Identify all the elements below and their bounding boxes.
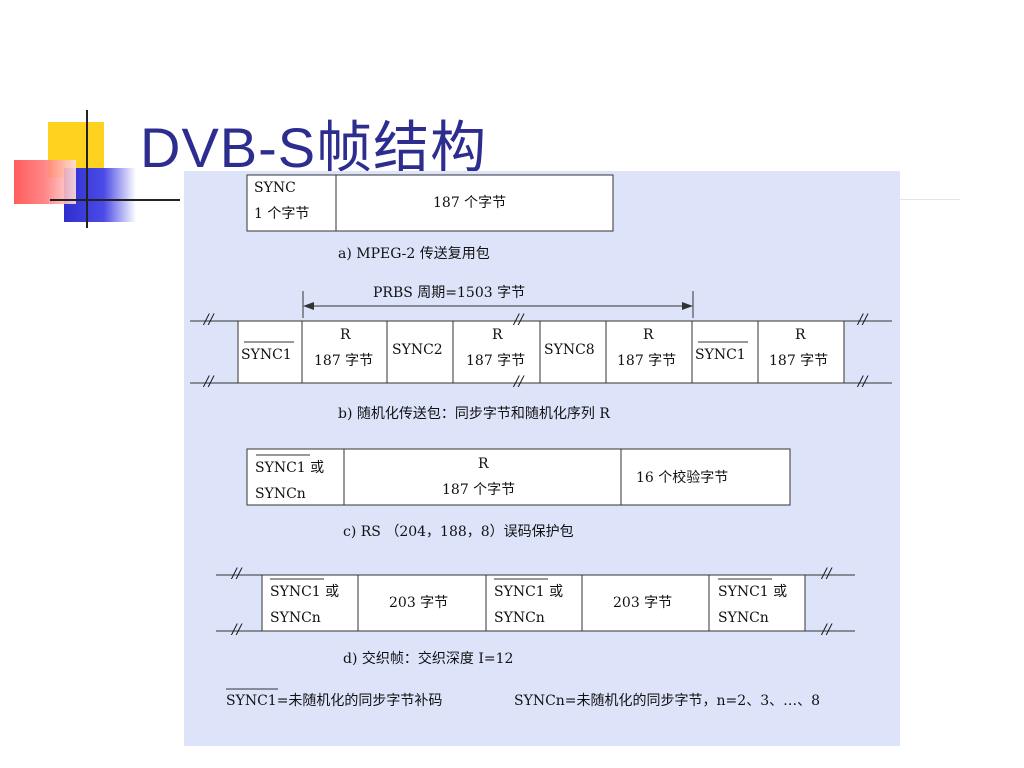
footer-definition-2: SYNCn=未随机化的同步字节，n=2、3、…、8: [514, 693, 821, 709]
packet-a-sync-line1: SYNC: [254, 180, 296, 196]
decor-red-square: [14, 160, 76, 204]
c-sync-label: SYNC1 或: [255, 460, 324, 478]
d-break-mark-br: //: [822, 622, 832, 638]
packet-a-sync-line2: 1 个字节: [254, 206, 310, 222]
b-cell-r-a: R: [340, 327, 351, 343]
b-break-mark-tl: //: [204, 312, 214, 328]
b-cell-r-b-bytes: 187 字节: [466, 353, 526, 369]
page-title: DVB-S帧结构: [140, 116, 488, 179]
d-sync1-3: SYNC1: [718, 584, 769, 600]
decor-title-rule: [900, 199, 960, 200]
d-or-1: 或: [325, 584, 340, 600]
b-break-mark-br: //: [858, 374, 868, 390]
packet-a-payload: 187 个字节: [433, 195, 507, 211]
d-syncn-1: SYNCn: [270, 610, 321, 626]
b-break-mark-tm: //: [514, 312, 524, 328]
d-break-mark-tr: //: [822, 566, 832, 582]
caption-a: a) MPEG-2 传送复用包: [338, 246, 490, 262]
c-or: 或: [310, 460, 325, 476]
c-r-bytes: 187 个字节: [442, 482, 516, 498]
c-syncn: SYNCn: [255, 486, 306, 502]
b-cell-sync8: SYNC8: [544, 342, 595, 358]
d-sync-label-2: SYNC1 或: [494, 584, 563, 602]
c-r: R: [478, 456, 489, 472]
d-syncn-3: SYNCn: [718, 610, 769, 626]
packet-a-box: [246, 174, 614, 232]
d-sync-label-1: SYNC1 或: [270, 584, 339, 602]
d-bytes-1: 203 字节: [389, 595, 449, 611]
d-break-mark-bl: //: [232, 622, 242, 638]
d-sync1-2: SYNC1: [494, 584, 545, 600]
decor-blue-square: [64, 168, 136, 222]
caption-c: c) RS （204，188，8）误码保护包: [343, 524, 574, 540]
d-break-mark-tl: //: [232, 566, 242, 582]
footer-definition-1: SYNC1=未随机化的同步字节补码: [226, 693, 442, 711]
c-check-bytes: 16 个校验字节: [636, 470, 729, 486]
d-sync-label-3: SYNC1 或: [718, 584, 787, 602]
d-or-2: 或: [549, 584, 564, 600]
c-sync1: SYNC1: [255, 460, 306, 476]
decor-vertical-line: [86, 110, 88, 228]
b-break-mark-bl: //: [204, 374, 214, 390]
packet-b-box: [237, 320, 845, 384]
b-break-mark-bm: //: [514, 374, 524, 390]
d-bytes-2: 203 字节: [613, 595, 673, 611]
d-or-3: 或: [773, 584, 788, 600]
b-cell-sync1-a: SYNC1: [241, 347, 292, 363]
b-cell-r-d: R: [795, 327, 806, 343]
caption-b: b) 随机化传送包：同步字节和随机化序列 R: [338, 406, 610, 422]
caption-d: d) 交织帧：交织深度 I=12: [343, 651, 514, 667]
b-break-mark-tr: //: [858, 312, 868, 328]
decor-horizontal-line: [50, 199, 180, 201]
packet-d-box: [261, 574, 806, 632]
packet-c-box: [246, 448, 791, 506]
b-cell-r-a-bytes: 187 字节: [314, 353, 374, 369]
d-sync1-1: SYNC1: [270, 584, 321, 600]
b-cell-r-d-bytes: 187 字节: [769, 353, 829, 369]
footer-def1: =未随机化的同步字节补码: [276, 693, 443, 709]
b-cell-r-c: R: [643, 327, 654, 343]
b-cell-r-c-bytes: 187 字节: [617, 353, 677, 369]
b-cell-sync2: SYNC2: [392, 342, 443, 358]
footer-sync1: SYNC1: [226, 693, 277, 709]
d-syncn-2: SYNCn: [494, 610, 545, 626]
b-cell-sync1-b: SYNC1: [695, 347, 746, 363]
b-cell-r-b: R: [492, 327, 503, 343]
prbs-period-label: PRBS 周期=1503 字节: [373, 285, 526, 301]
